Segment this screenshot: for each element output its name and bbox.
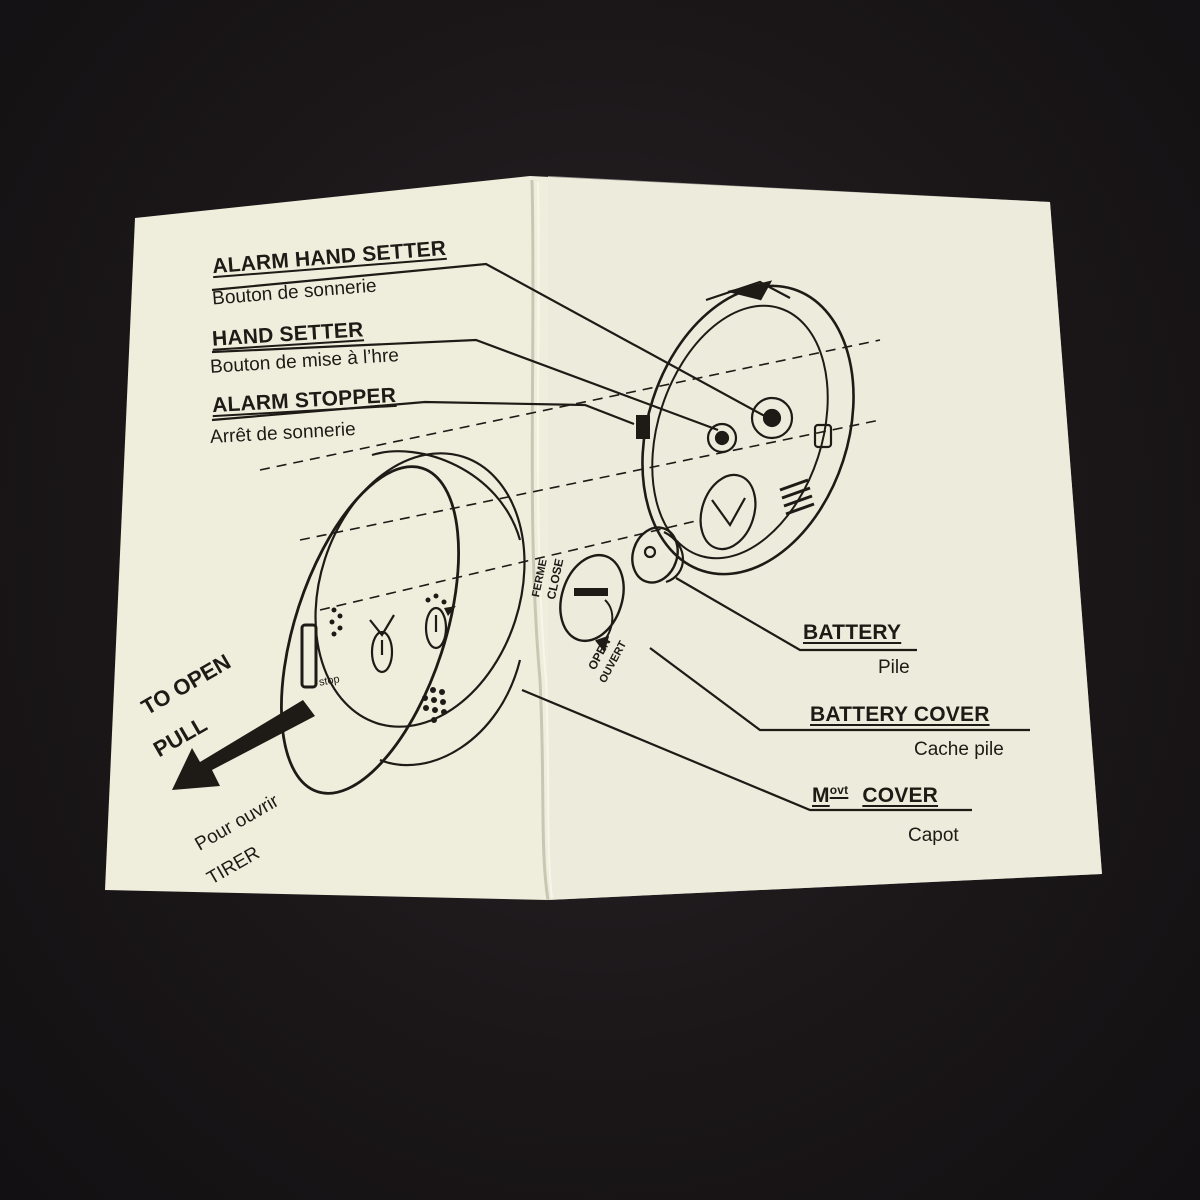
label-movt-prefix: M [812, 784, 830, 807]
pull-arrow-icon [172, 700, 315, 790]
battery-cover-disc [559, 553, 625, 643]
stop-slider [300, 623, 318, 689]
leader-battery-cover [649, 647, 1030, 732]
leader-alarm-stopper [211, 400, 635, 426]
label-movt-sup: ovt [829, 783, 849, 797]
leader-battery [675, 577, 917, 652]
battery-cell [631, 526, 679, 584]
fold-crease [530, 179, 550, 901]
label-battery-fr: Pile [878, 657, 910, 678]
leader-movt-cover [521, 688, 972, 812]
rotate-arrow-icon [425, 593, 456, 616]
label-movt-cover-fr: Capot [908, 825, 959, 846]
movt-cover-face [280, 465, 460, 795]
label-battery: BATTERY [803, 621, 902, 644]
bell-icon [329, 607, 343, 637]
label-battery-cover-fr: Cache pile [914, 739, 1004, 760]
movt-cover-back-rim [314, 452, 526, 728]
speaker-grille-icon [422, 687, 447, 723]
label-movt-suffix: COVER [862, 784, 939, 807]
leader-alarm-hand-setter [211, 262, 773, 421]
leader-hand-setter [211, 338, 719, 432]
label-movt-cover: Movt COVER [812, 784, 938, 806]
label-battery-cover: BATTERY COVER [810, 703, 990, 726]
movement-housing-rim [641, 284, 855, 576]
